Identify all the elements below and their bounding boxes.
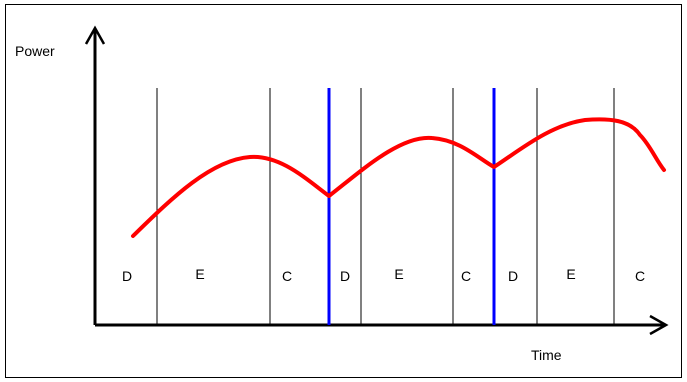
segment-label: D bbox=[122, 268, 132, 284]
y-axis-arrowhead bbox=[84, 25, 106, 45]
segment-label: D bbox=[508, 268, 518, 284]
power-curve bbox=[131, 117, 666, 238]
y-axis-label: Power bbox=[15, 43, 55, 59]
segment-label: C bbox=[635, 268, 645, 284]
x-axis-arrowhead bbox=[649, 314, 669, 336]
segment-label: C bbox=[461, 268, 471, 284]
segment-label: D bbox=[340, 268, 350, 284]
x-axis-label: Time bbox=[531, 347, 562, 363]
segment-label: E bbox=[566, 266, 575, 282]
diagram-frame bbox=[5, 4, 682, 378]
segment-label: E bbox=[195, 266, 204, 282]
segment-label: C bbox=[282, 268, 292, 284]
segment-label: E bbox=[394, 266, 403, 282]
